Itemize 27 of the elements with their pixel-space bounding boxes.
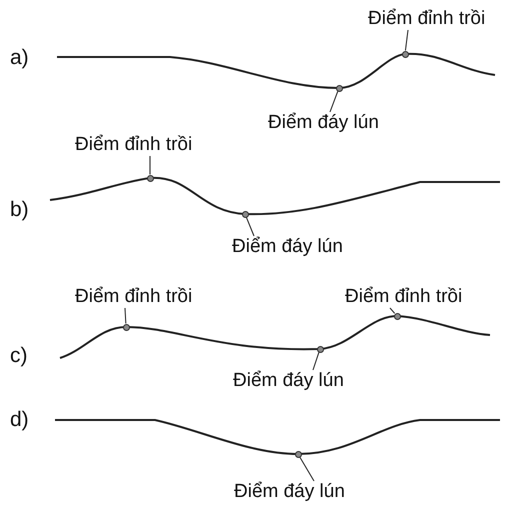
panel-label: c) (10, 344, 28, 368)
point-marker (294, 450, 302, 458)
point-label: Điểm đỉnh trồi (75, 134, 192, 156)
point-label: Điểm đáy lún (233, 370, 344, 392)
leader-line (390, 308, 396, 314)
point-marker (122, 324, 130, 330)
leader-line (124, 308, 126, 324)
point-marker (316, 346, 324, 352)
leader-line (299, 456, 314, 482)
point-marker (146, 174, 154, 182)
point-marker (336, 84, 342, 92)
leader-line (330, 90, 338, 112)
leader-line (246, 216, 254, 236)
point-label: Điểm đỉnh trồi (368, 8, 486, 30)
point-label: Điểm đỉnh trồi (345, 286, 462, 308)
point-label: Điểm đỉnh trồi (75, 286, 192, 308)
panel-label: d) (10, 408, 29, 432)
panel-label: b) (10, 198, 29, 222)
point-label: Điểm đáy lún (232, 236, 343, 258)
point-marker (242, 210, 248, 218)
point-marker (394, 312, 400, 320)
leader-line (404, 30, 408, 52)
leader-line (312, 352, 320, 370)
panel-label: a) (10, 46, 29, 70)
point-label: Điểm đáy lún (268, 112, 379, 134)
point-marker (402, 50, 408, 58)
point-label: Điểm đáy lún (234, 481, 345, 503)
